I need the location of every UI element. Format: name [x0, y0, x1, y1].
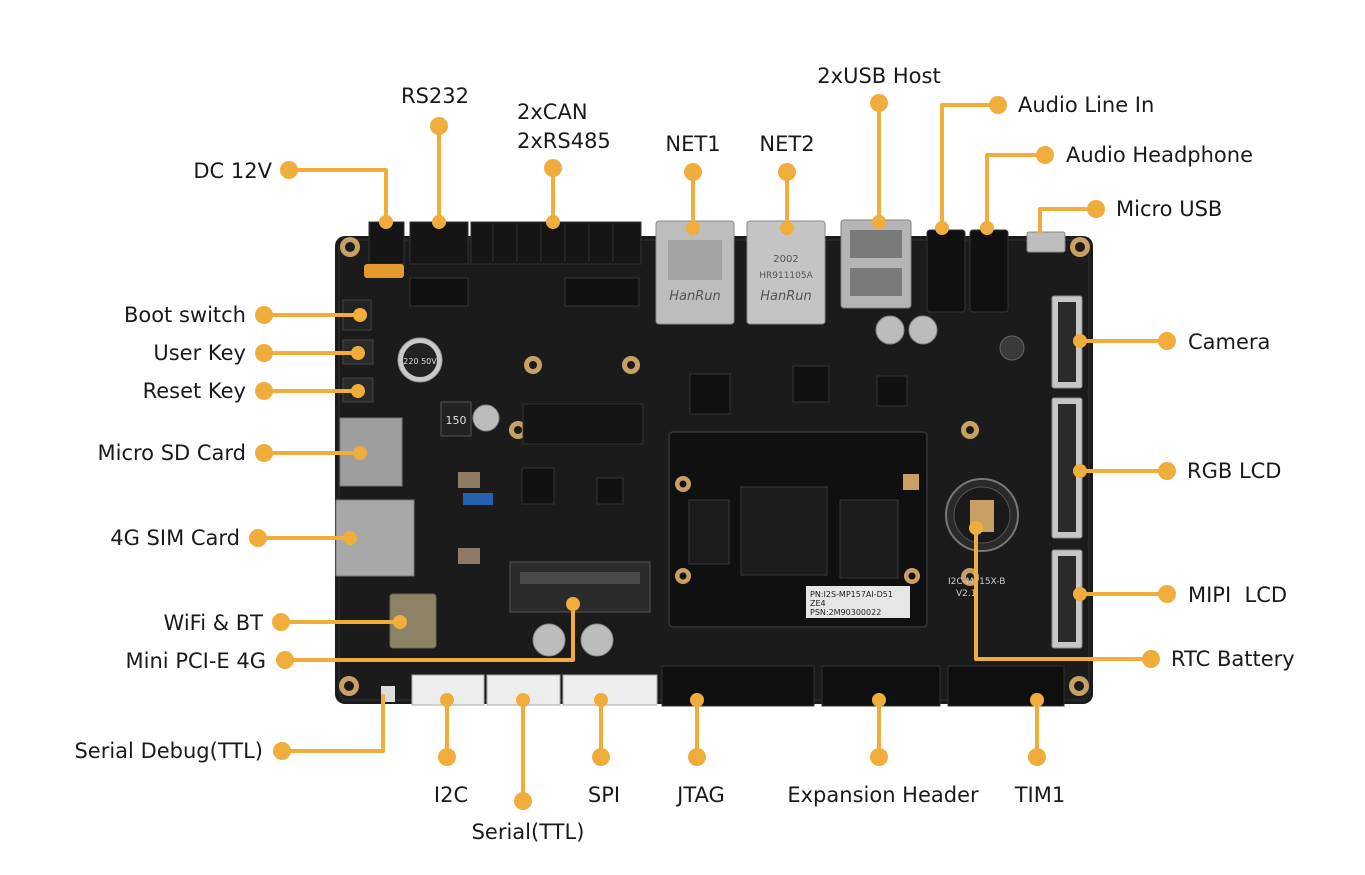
- callout-dot: [870, 94, 888, 112]
- callout-dot: [1142, 650, 1160, 668]
- label-dc-12v: DC 12V: [193, 159, 272, 183]
- callout-dot: [255, 344, 273, 362]
- jumper: [463, 493, 493, 505]
- callout-dot: [684, 163, 702, 181]
- label-rgb-lcd: RGB LCD: [1187, 459, 1281, 483]
- label-serial-ttl: Serial(TTL): [472, 820, 585, 844]
- callout-dot: [514, 792, 532, 810]
- left-side-parts: [335, 299, 437, 649]
- callout-dot: [1036, 146, 1054, 164]
- fpc-connectors: [1051, 295, 1083, 649]
- jtag-header: [661, 665, 815, 707]
- label-user-key: User Key: [153, 341, 246, 365]
- callout-dot: [273, 742, 291, 760]
- callout-dot: [438, 748, 456, 766]
- callout-dot: [1158, 585, 1176, 603]
- callout-dot: [1158, 332, 1176, 350]
- spi-connector: [562, 674, 658, 706]
- chips: [409, 277, 908, 505]
- label-reset-key: Reset Key: [143, 379, 246, 403]
- callout-labels: DC 12V RS232 2xCAN 2xRS485 NET1 NET2 2xU…: [74, 64, 1294, 844]
- callout-dot: [778, 163, 796, 181]
- ethernet-ports: HanRun 2002 HR911105A HanRun: [655, 220, 826, 325]
- label-i2c: I2C: [434, 783, 468, 807]
- label-rtc-battery: RTC Battery: [1171, 647, 1295, 671]
- callout-dot: [249, 529, 267, 547]
- label-audio-headphone: Audio Headphone: [1066, 143, 1253, 167]
- label-expansion-header: Expansion Header: [787, 783, 979, 807]
- label-boot-switch: Boot switch: [124, 303, 246, 327]
- net1-port-text: HanRun: [669, 289, 721, 304]
- label-mipi-lcd: MIPI LCD: [1188, 583, 1287, 607]
- callout-dot: [1087, 200, 1105, 218]
- som-processor: [740, 486, 828, 576]
- bottom-connectors: [381, 665, 1065, 707]
- label-net1: NET1: [665, 132, 720, 156]
- net2-port-code: HR911105A: [759, 271, 813, 281]
- tim1-header: [947, 665, 1065, 707]
- label-usb-host: 2xUSB Host: [817, 64, 940, 88]
- som-memory: [688, 499, 730, 565]
- label-micro-sd: Micro SD Card: [98, 441, 247, 465]
- inductor: [440, 401, 472, 437]
- callout-dot: [989, 96, 1007, 114]
- mini-pcie-slot: [509, 561, 651, 613]
- callout-dot: [430, 117, 448, 135]
- som-pn: PN:I2S-MP157AI-D51: [810, 590, 893, 599]
- label-tim1: TIM1: [1014, 783, 1066, 807]
- label-rs232: RS232: [401, 84, 469, 108]
- passives: 220 50V 150: [397, 315, 1025, 657]
- label-2xcan: 2xCAN: [517, 100, 588, 124]
- inductor-text: 150: [446, 414, 467, 427]
- net2-port-text: HanRun: [760, 289, 812, 304]
- micro-usb-port: [1026, 231, 1066, 253]
- callout-dots: [249, 94, 1176, 810]
- power-switch: [364, 264, 404, 278]
- label-mini-pcie: Mini PCI-E 4G: [126, 649, 266, 673]
- callout-dot: [280, 161, 298, 179]
- som-psn: PSN:2M90300022: [810, 608, 881, 617]
- callout-dot: [255, 306, 273, 324]
- callout-dot: [255, 444, 273, 462]
- board-version: V2.1: [956, 589, 976, 599]
- callout-dot: [1028, 748, 1046, 766]
- microphone: [999, 335, 1025, 361]
- som-flash: [839, 499, 899, 579]
- label-audio-line-in: Audio Line In: [1018, 93, 1154, 117]
- leader-lines: [256, 101, 1169, 803]
- label-net2: NET2: [759, 132, 814, 156]
- pcb-board: HanRun 2002 HR911105A HanRun: [335, 219, 1093, 707]
- callout-dot: [255, 382, 273, 400]
- som-label: [806, 586, 910, 618]
- label-2xrs485: 2xRS485: [517, 129, 611, 153]
- label-wifi-bt: WiFi & BT: [164, 611, 264, 635]
- audio-line-in-jack: [926, 229, 966, 313]
- top-right-connectors: [840, 219, 1066, 313]
- audio-headphone-jack: [969, 229, 1009, 313]
- callout-dot: [276, 651, 294, 669]
- label-camera: Camera: [1188, 330, 1270, 354]
- system-on-module: PN:I2S-MP157AI-D51 ZE4 PSN:2M90300022: [668, 431, 928, 628]
- callout-dot: [870, 748, 888, 766]
- capacitor-large-text: 220 50V: [403, 357, 437, 366]
- net2-port-year: 2002: [773, 254, 798, 265]
- terminal-blocks: [364, 221, 642, 278]
- label-jtag: JTAG: [675, 783, 725, 807]
- rtc-battery-holder: [945, 478, 1019, 552]
- callout-dot: [272, 613, 290, 631]
- label-serial-debug: Serial Debug(TTL): [74, 739, 263, 763]
- dc-jack: [368, 221, 405, 265]
- callout-dot: [688, 748, 706, 766]
- callout-dot: [1158, 462, 1176, 480]
- label-spi: SPI: [588, 783, 620, 807]
- label-micro-usb: Micro USB: [1116, 197, 1222, 221]
- callout-dot: [592, 748, 610, 766]
- som-sub: ZE4: [810, 599, 826, 608]
- callout-dot: [544, 159, 562, 177]
- label-sim-card: 4G SIM Card: [110, 526, 240, 550]
